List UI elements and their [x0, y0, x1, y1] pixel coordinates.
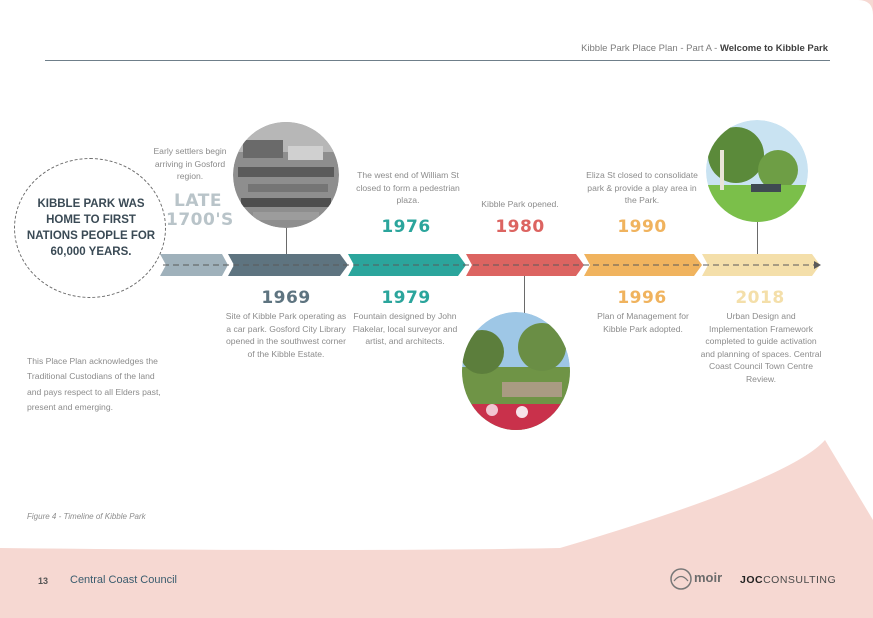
moir-logo-icon — [670, 568, 692, 590]
year-1979: 1979 — [381, 288, 431, 308]
desc-late-1700s: Early settlers begin arriving in Gosford… — [153, 146, 227, 181]
page-header: Kibble Park Place Plan - Part A - Welcom… — [581, 43, 828, 54]
year-1990: 1990 — [617, 217, 667, 237]
intro-circle-text: KIBBLE PARK WAS HOME TO FIRST NATIONS PE… — [26, 198, 156, 258]
timeline-end-arrow — [814, 261, 821, 269]
connector-1969 — [286, 220, 287, 254]
desc-1976: The west end of William St closed to for… — [356, 170, 460, 205]
desc-2018: Urban Design and Implementation Framewor… — [700, 311, 822, 384]
moir-logo-text: moir — [694, 570, 723, 585]
council-name: Central Coast Council — [70, 574, 177, 586]
acknowledgement-text: This Place Plan acknowledges the Traditi… — [27, 356, 161, 412]
desc-1980: Kibble Park opened. — [481, 199, 559, 209]
figure-caption: Figure 4 - Timeline of Kibble Park — [27, 512, 146, 521]
photo-fountain-1979 — [462, 312, 570, 430]
year-1996: 1996 — [617, 288, 667, 308]
segment-cream — [702, 254, 820, 276]
intro-circle — [14, 158, 166, 298]
year-1969: 1969 — [261, 288, 311, 308]
connector-2018 — [757, 218, 758, 254]
desc-1979: Fountain designed by John Flakelar, loca… — [352, 311, 458, 346]
page-number: 13 — [38, 576, 49, 586]
year-1976: 1976 — [381, 217, 431, 237]
photo-car-park-1969 — [233, 122, 339, 228]
joc-consulting-logo: JOCCONSULTING — [740, 574, 837, 586]
year-1980: 1980 — [495, 217, 545, 237]
photo-park-2018 — [706, 120, 808, 222]
connector-1979 — [524, 276, 525, 316]
desc-1990: Eliza St closed to consolidate park & pr… — [586, 170, 698, 205]
header-rule — [45, 60, 830, 61]
year-2018: 2018 — [735, 288, 785, 308]
desc-1969: Site of Kibble Park operating as a car p… — [225, 311, 347, 359]
desc-1996: Plan of Management for Kibble Park adopt… — [597, 311, 689, 334]
